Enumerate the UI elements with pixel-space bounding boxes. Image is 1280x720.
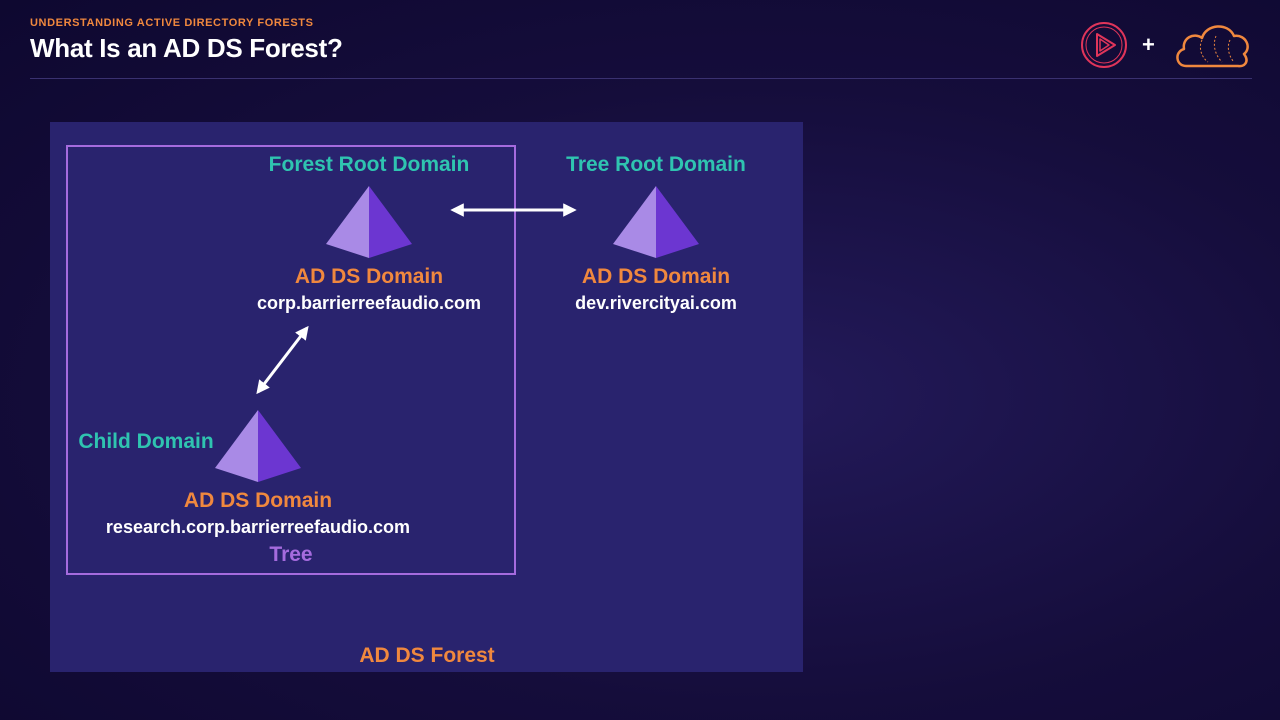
- tree-root-name: dev.rivercityai.com: [575, 293, 737, 313]
- child-name: research.corp.barrierreefaudio.com: [105, 517, 411, 537]
- section-eyebrow: UNDERSTANDING ACTIVE DIRECTORY FORESTS: [30, 17, 314, 29]
- tree-boundary: [66, 145, 516, 575]
- plus-sign: +: [1142, 32, 1155, 57]
- pyramid-icon: [326, 186, 412, 258]
- tree-root-type: AD DS Domain: [581, 265, 731, 288]
- forest-root-type: AD DS Domain: [294, 265, 444, 288]
- child-role: Child Domain: [78, 430, 214, 453]
- pyramid-icon: [613, 186, 699, 258]
- tree-label: Tree: [269, 543, 313, 566]
- pyramid-icon: [215, 410, 301, 482]
- forest-root-name: corp.barrierreefaudio.com: [256, 293, 482, 313]
- forest-root-role: Forest Root Domain: [268, 153, 470, 176]
- tree-root-role: Tree Root Domain: [566, 153, 746, 176]
- child-type: AD DS Domain: [183, 489, 333, 512]
- play-icon: [1081, 22, 1127, 68]
- forest-label: AD DS Forest: [359, 644, 495, 667]
- cloud-icon: [1176, 25, 1249, 68]
- header-divider: [30, 78, 1252, 79]
- forest-panel: [50, 122, 803, 672]
- trust-arrow-root-to-child: [256, 325, 309, 395]
- slide-title: What Is an AD DS Forest?: [30, 33, 343, 63]
